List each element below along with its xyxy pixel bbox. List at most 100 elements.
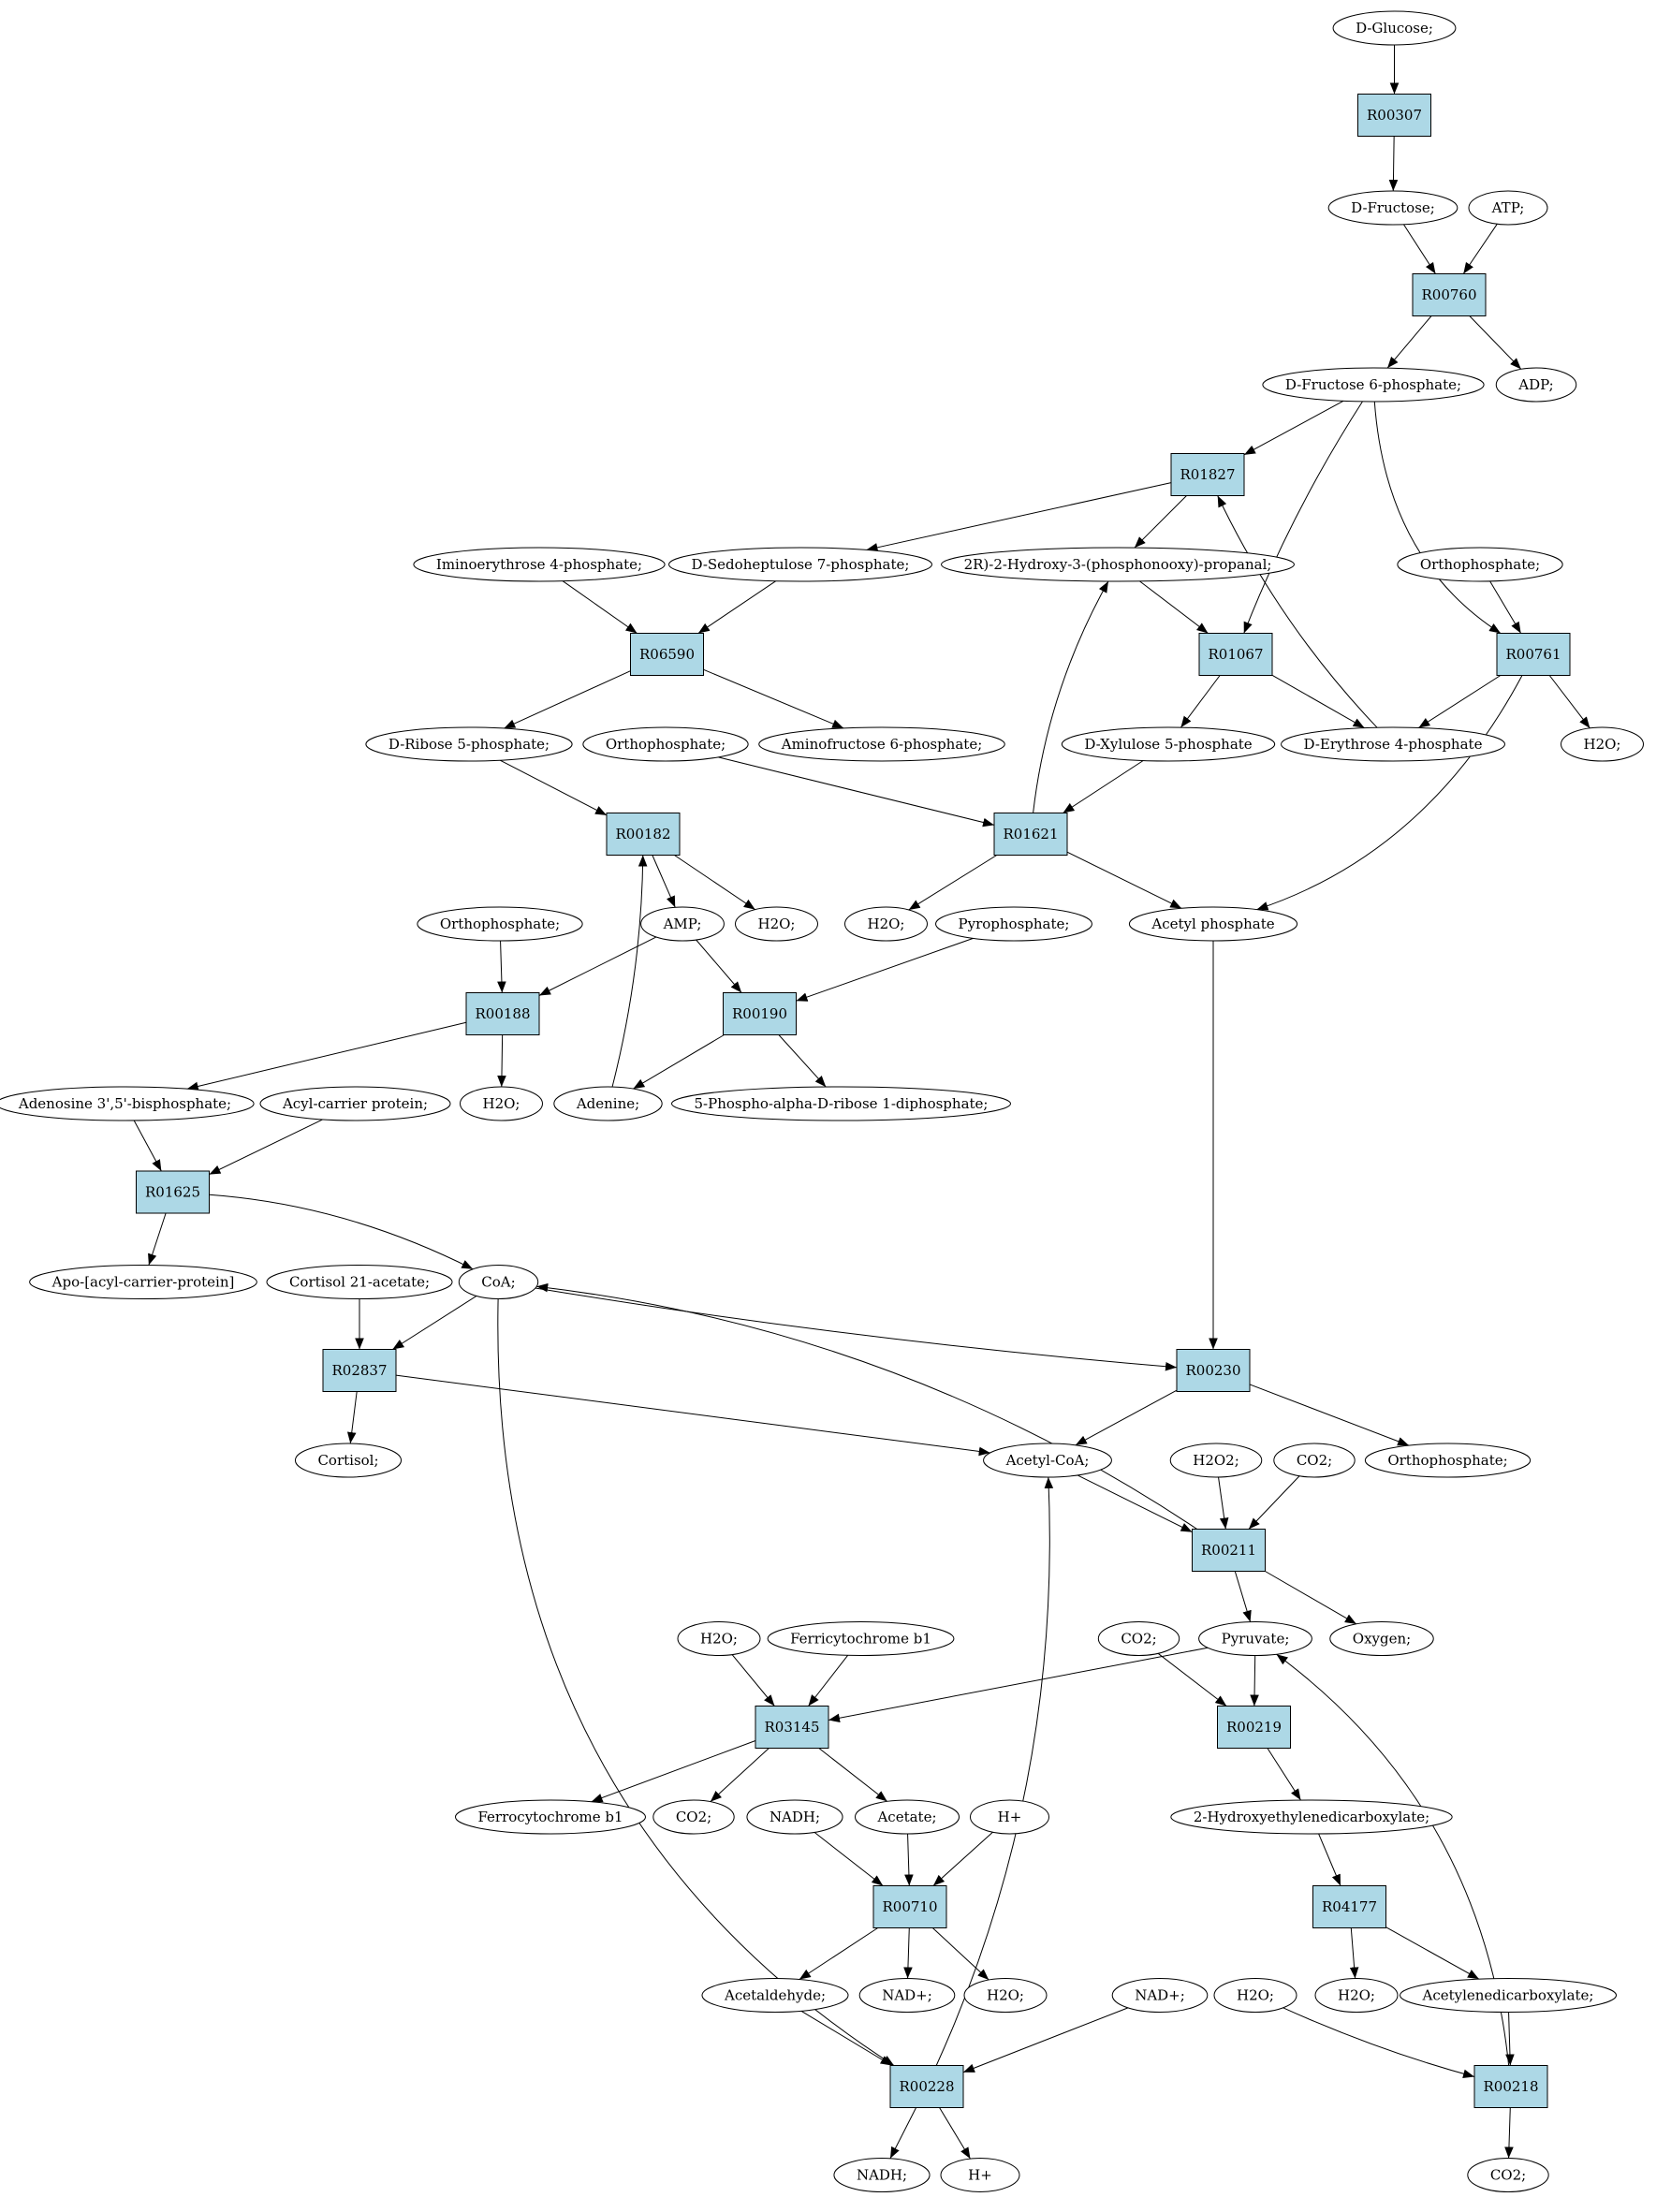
compound-node-apo: Apo-[acyl-carrier-protein] [29,1265,257,1299]
node-label: NADH; [770,1809,820,1825]
edge-h2o7-to-r00218 [1283,2007,1475,2079]
edge-r00211-to-coa [536,1282,1197,1530]
node-label: H2O; [987,1987,1024,2004]
compound-ellipse [671,1086,1011,1121]
edge-e4p-to-r01827 [1217,495,1378,728]
node-label: Acetate; [876,1809,936,1825]
edge-r00228-to-accoa [935,1476,1054,2066]
compound-ellipse [735,906,818,942]
compound-node-pi2: Orthophosphate; [582,726,749,762]
edge-pyr-to-r03145 [828,1647,1209,1723]
compound-ellipse [1364,1443,1532,1478]
node-label: R00188 [475,1005,530,1022]
compound-node-ade: Adenine; [553,1086,663,1121]
compound-node-nadp2: NAD+; [1111,1978,1209,2013]
edge-pi2-to-r01621 [718,756,995,828]
compound-node-acp: Acetyl phosphate [1128,906,1298,942]
reaction-node-r01621: R01621 [993,813,1068,856]
edge-r00182-to-amp [652,855,676,908]
edge-ade-to-r00182 [611,855,648,1088]
edge-r04177-to-aedc [1385,1926,1480,1980]
node-label: R04177 [1322,1898,1377,1915]
edge-r01827-to-s7p [866,482,1172,552]
compound-ellipse [29,1265,257,1299]
node-label: H2O; [758,916,796,932]
edge-f6p-to-r01827 [1243,400,1344,456]
compound-node-glc: D-Glucose; [1332,10,1457,46]
compound-node-af6p: Aminofructose 6-phosphate; [758,726,1005,762]
compound-node-acet: Acetate; [854,1799,960,1835]
edge-r02837-to-accoa [395,1374,990,1457]
node-label: Acyl-carrier protein; [282,1095,428,1112]
reaction-box [1198,633,1273,676]
reaction-node-r06590: R06590 [630,633,704,676]
edge-r01067-to-x5p [1180,675,1221,728]
reaction-box [322,1349,397,1392]
node-label: R00230 [1185,1362,1240,1379]
compound-ellipse [1097,1621,1180,1656]
edge-r03145-to-acet [818,1748,888,1802]
node-label: R00761 [1505,646,1561,663]
compound-node-hp1: H+ [970,1799,1049,1835]
compound-ellipse [854,1799,960,1835]
edge-r06590-to-af6p [703,668,844,729]
node-label: R06590 [639,646,695,663]
node-label: H2O; [700,1631,738,1648]
node-label: Orthophosphate; [606,736,726,753]
reaction-box [630,633,704,676]
edge-r00761-to-e4p [1418,675,1502,728]
compound-ellipse [677,1621,761,1656]
node-label: H2O; [1338,1987,1375,2004]
node-label: NAD+; [1135,1987,1185,2004]
compound-node-h2o2: H2O; [735,906,818,942]
edge-r06590-to-r5p [504,670,631,729]
node-label: Adenine; [576,1095,639,1112]
compound-ellipse [582,726,749,762]
edge-ie4p-to-r06590 [562,580,638,634]
compound-ellipse [1213,1978,1297,2013]
node-label: H2O; [1584,736,1621,753]
node-label: Iminoerythrose 4-phosphate; [436,556,642,573]
compound-ellipse [767,1621,955,1656]
compound-node-cort: Cortisol; [294,1443,403,1478]
compound-node-nadh2: NADH; [833,2158,931,2192]
node-label: Orthophosphate; [1387,1452,1507,1469]
compound-node-g3p: 2R)-2-Hydroxy-3-(phosphonooxy)-propanal; [941,547,1295,582]
edge-r00228-to-nadh2 [889,2107,917,2160]
reaction-box [723,992,797,1035]
compound-ellipse [1327,190,1458,226]
node-label: R00307 [1367,107,1422,124]
edge-x5p-to-r01621 [1063,760,1144,813]
node-label: R00190 [732,1005,787,1022]
edge-acyl-to-r01625 [209,1119,323,1176]
reaction-node-r00710: R00710 [872,1885,947,1928]
edge-amp-to-r00190 [696,939,742,993]
edge-r01067-to-e4p [1271,674,1365,729]
compound-ellipse [1314,1978,1399,2013]
compound-node-pi1: Orthophosphate; [1397,547,1563,582]
node-label: AMP; [663,916,702,932]
compound-ellipse [1467,2158,1549,2192]
node-label: H2O2; [1193,1452,1239,1469]
edge-r00219-to-hedc [1267,1748,1301,1801]
node-label: Aminofructose 6-phosphate; [781,736,983,753]
compound-ellipse [844,906,928,942]
edge-g3p-to-r01067 [1139,580,1209,634]
edge-r01827-to-g3p [1134,495,1187,549]
node-label: D-Sedoheptulose 7-phosphate; [692,556,910,573]
reaction-box [465,992,540,1035]
reaction-node-r00188: R00188 [465,992,540,1035]
node-label: Apo-[acyl-carrier-protein] [51,1274,235,1291]
edge-r5p-to-r00182 [500,759,608,816]
node-label: D-Xylulose 5-phosphate [1084,736,1252,753]
compound-ellipse [1061,726,1276,762]
edge-r00710-to-acald [799,1927,878,1980]
node-label: Acetylenedicarboxylate; [1421,1987,1593,2004]
reaction-node-r00228: R00228 [889,2065,964,2108]
compound-ellipse [294,1443,403,1478]
compound-ellipse [983,1443,1112,1478]
compound-ellipse [758,726,1005,762]
node-label: CoA; [481,1274,515,1291]
edge-pi1-to-r00761 [1489,580,1522,634]
edge-co2a-to-r00211 [1248,1475,1300,1530]
